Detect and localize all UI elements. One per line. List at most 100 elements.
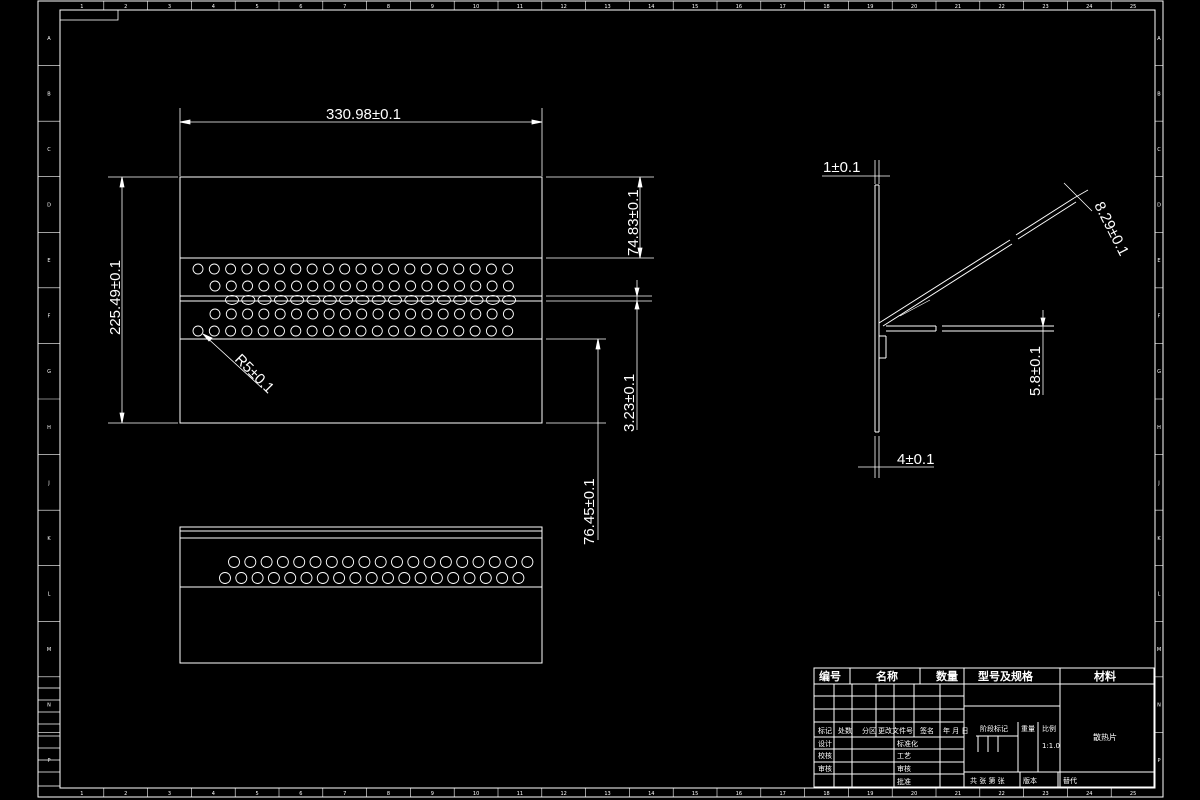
hole xyxy=(485,325,497,337)
front-hole xyxy=(358,556,371,568)
grid-number-bottom: 11 xyxy=(517,791,523,797)
hole xyxy=(388,308,400,320)
grid-number-bottom: 23 xyxy=(1042,791,1048,797)
hole xyxy=(372,308,384,320)
hole xyxy=(502,280,514,292)
hole xyxy=(291,280,302,292)
front-hole xyxy=(251,572,264,584)
grid-number-bottom: 14 xyxy=(648,791,654,797)
front-hole xyxy=(309,556,322,568)
hole xyxy=(242,280,254,292)
tb-sheet-total: 共 张 第 张 xyxy=(970,776,1005,785)
hole xyxy=(242,308,254,320)
hole xyxy=(274,308,286,320)
grid-number-top: 4 xyxy=(212,4,215,10)
front-hole xyxy=(398,572,411,584)
hole xyxy=(420,325,432,337)
hole xyxy=(454,280,465,292)
top-view xyxy=(179,176,543,424)
front-hole xyxy=(267,572,280,584)
grid-letter-left: K xyxy=(47,536,51,542)
hole xyxy=(421,308,433,320)
front-hole xyxy=(235,572,248,584)
hole xyxy=(208,263,220,275)
hole xyxy=(470,280,482,292)
hole xyxy=(257,325,269,337)
grid-number-bottom: 10 xyxy=(473,791,479,797)
tb-weight: 重量 xyxy=(1021,725,1035,733)
grid-number-bottom: 8 xyxy=(387,791,390,797)
grid-letter-left: G xyxy=(47,369,51,375)
hole xyxy=(470,308,482,320)
grid-number-bottom: 24 xyxy=(1086,791,1092,797)
hole xyxy=(388,280,400,292)
grid-number-top: 10 xyxy=(473,4,479,10)
grid-letter-left: P xyxy=(47,758,50,764)
front-hole xyxy=(293,556,306,568)
grid-number-top: 20 xyxy=(911,4,917,10)
front-hole xyxy=(512,572,525,584)
grid-letter-left: M xyxy=(47,647,51,653)
tb-scale: 比例 xyxy=(1042,724,1056,733)
hole-slot xyxy=(355,295,370,305)
front-hole xyxy=(423,556,436,568)
hole xyxy=(356,280,368,292)
tb-sign: 签名 xyxy=(920,726,934,735)
title-block xyxy=(813,667,1155,788)
tb-count: 处数 xyxy=(838,726,852,735)
grid-number-bottom: 9 xyxy=(431,791,434,797)
grid-number-bottom: 22 xyxy=(999,791,1005,797)
hole xyxy=(405,280,417,292)
front-hole xyxy=(219,572,231,584)
hole xyxy=(356,308,368,320)
front-hole xyxy=(496,572,509,584)
hole-slot xyxy=(404,295,419,305)
hole xyxy=(274,263,285,275)
grid-letter-left: H xyxy=(47,425,51,431)
tb-hdr-material: 材料 xyxy=(1094,669,1116,683)
grid-letter-left: D xyxy=(47,203,51,209)
grid-letter-right: K xyxy=(1157,536,1161,542)
front-hole xyxy=(365,572,378,584)
dim-flange-h: 5.8±0.1 xyxy=(1027,346,1044,396)
hole xyxy=(388,325,400,337)
grid-letter-left: E xyxy=(47,258,50,264)
front-hole xyxy=(391,556,403,568)
hole xyxy=(355,263,367,275)
grid-letter-right: D xyxy=(1157,203,1161,209)
dim-offset-bottom: 76.45±0.1 xyxy=(581,478,598,545)
front-hole xyxy=(521,556,534,568)
tb-review: 审核 xyxy=(818,764,832,773)
hole-slot xyxy=(485,295,500,305)
front-hole xyxy=(488,556,501,568)
hole xyxy=(437,325,448,337)
top-left-tab xyxy=(59,9,119,21)
hole-slot xyxy=(225,295,239,305)
hole-slot xyxy=(371,295,386,305)
hole xyxy=(502,325,514,337)
hole xyxy=(274,325,285,337)
grid-number-top: 1 xyxy=(80,4,83,10)
hole xyxy=(192,263,204,275)
hole-slot xyxy=(388,295,402,305)
hole-slot xyxy=(339,295,354,305)
dim-base-w: 4±0.1 xyxy=(897,451,934,468)
hole xyxy=(502,263,514,275)
hole-slot xyxy=(453,295,468,305)
hole xyxy=(209,308,221,320)
hole xyxy=(290,325,302,337)
hole-slot xyxy=(257,295,272,305)
hole-slot xyxy=(469,295,484,305)
front-hole xyxy=(505,556,518,568)
front-hole xyxy=(333,572,346,584)
side-stub-table xyxy=(37,687,61,787)
hole-slot xyxy=(241,295,256,305)
front-view xyxy=(179,526,543,664)
dim-thickness-top: 1±0.1 xyxy=(823,159,860,176)
front-hole xyxy=(244,556,257,568)
hole xyxy=(469,325,481,337)
grid-number-bottom: 16 xyxy=(736,791,742,797)
hole xyxy=(307,308,319,320)
grid-number-top: 8 xyxy=(387,4,390,10)
hole xyxy=(502,308,514,320)
